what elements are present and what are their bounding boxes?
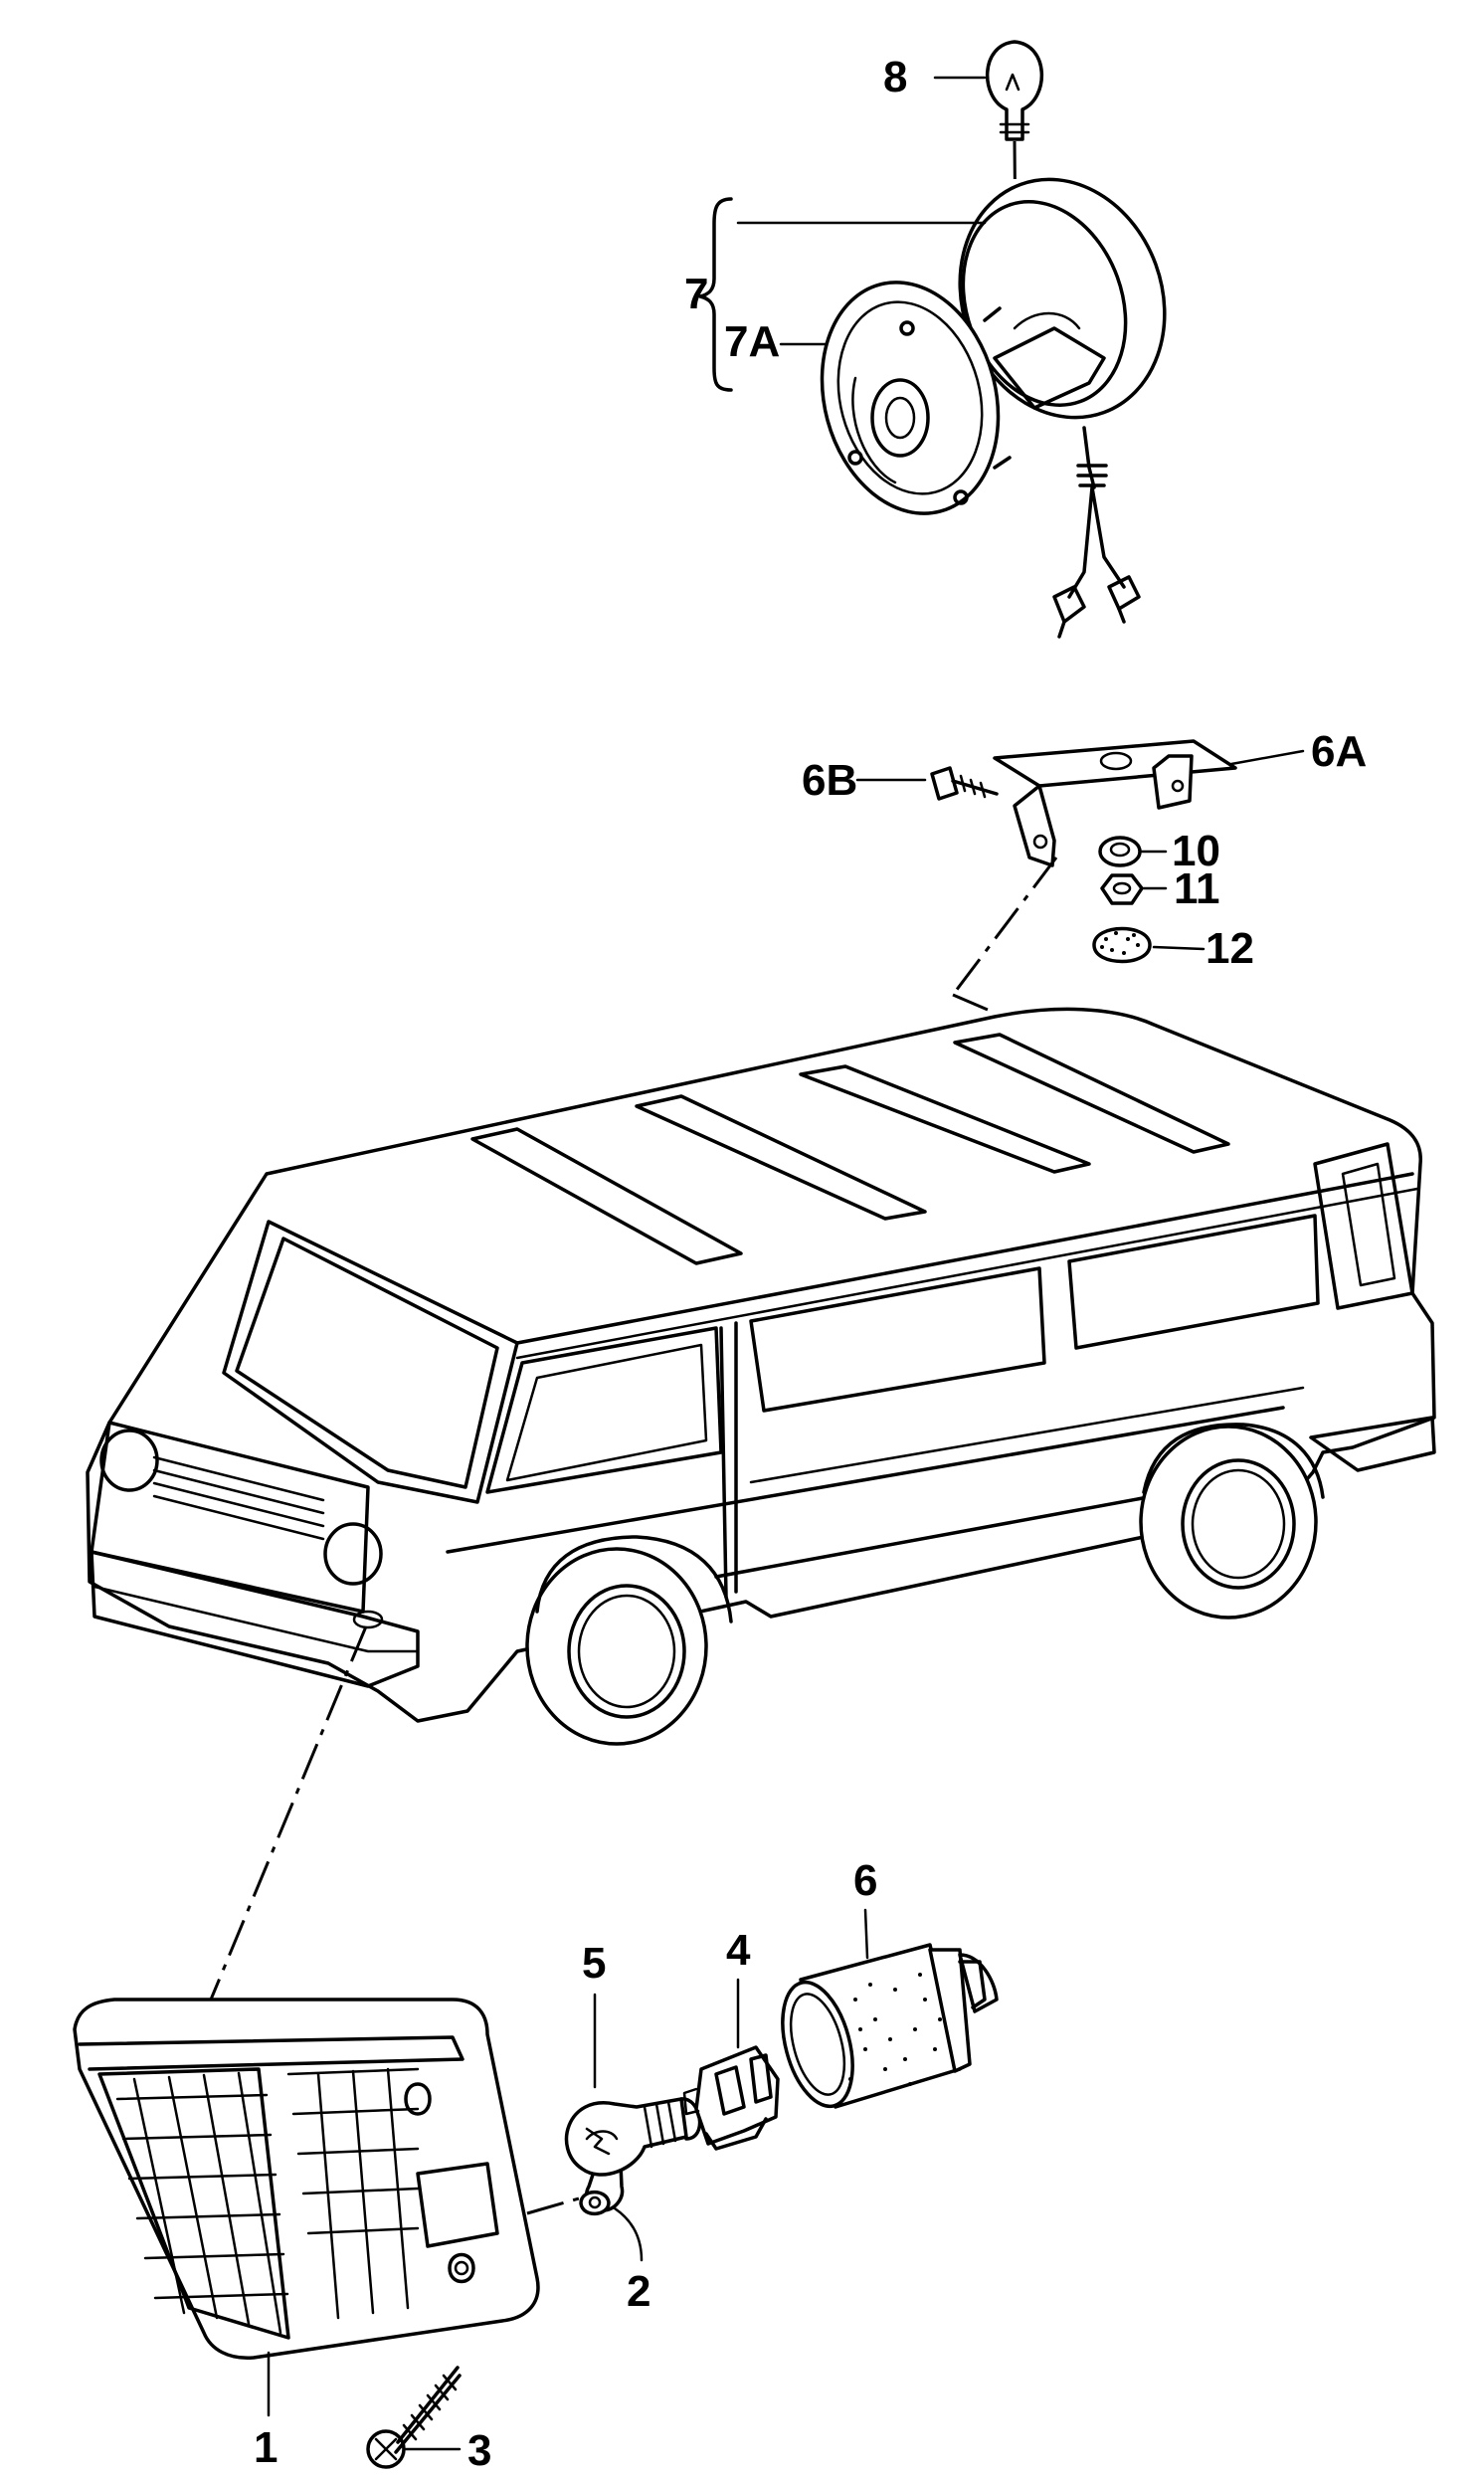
- socket: [682, 2045, 780, 2151]
- label-6a: 6A: [1311, 727, 1367, 776]
- leader-van-light: [209, 1625, 368, 2001]
- label-2: 2: [627, 2267, 650, 2316]
- label-5: 5: [582, 1939, 606, 1988]
- leader-bracket-2: [952, 993, 996, 1015]
- washer: [1098, 836, 1168, 867]
- bulb-small: [564, 2097, 702, 2177]
- bracket-bolt: [930, 766, 999, 801]
- van: [86, 1007, 1436, 1746]
- grommet: [1092, 926, 1206, 964]
- lamp-cover: [820, 281, 1012, 515]
- label-8: 8: [883, 53, 907, 101]
- label-7a: 7A: [724, 317, 780, 366]
- brace-7: [698, 197, 733, 392]
- label-12: 12: [1206, 924, 1254, 973]
- light-lens: [73, 1998, 540, 2360]
- sleeve-texture: [848, 1973, 942, 2086]
- label-10: 10: [1172, 827, 1220, 875]
- screw: [366, 2366, 462, 2469]
- label-6: 6: [853, 1856, 877, 1905]
- bulb-top: [933, 40, 1044, 141]
- nut: [1100, 873, 1168, 905]
- bracket: [993, 739, 1305, 867]
- label-1: 1: [254, 2423, 278, 2472]
- leader-6: [863, 1908, 869, 1960]
- label-11: 11: [1174, 864, 1220, 913]
- leader-bracket: [951, 857, 1058, 996]
- label-6b: 6B: [802, 756, 857, 805]
- label-4: 4: [726, 1926, 751, 1975]
- leader-2: [613, 2206, 644, 2262]
- leader-2a: [526, 2196, 580, 2215]
- lamp-housing: [958, 177, 1167, 639]
- lamp-sleeve: [781, 1943, 999, 2109]
- label-3: 3: [467, 2426, 491, 2475]
